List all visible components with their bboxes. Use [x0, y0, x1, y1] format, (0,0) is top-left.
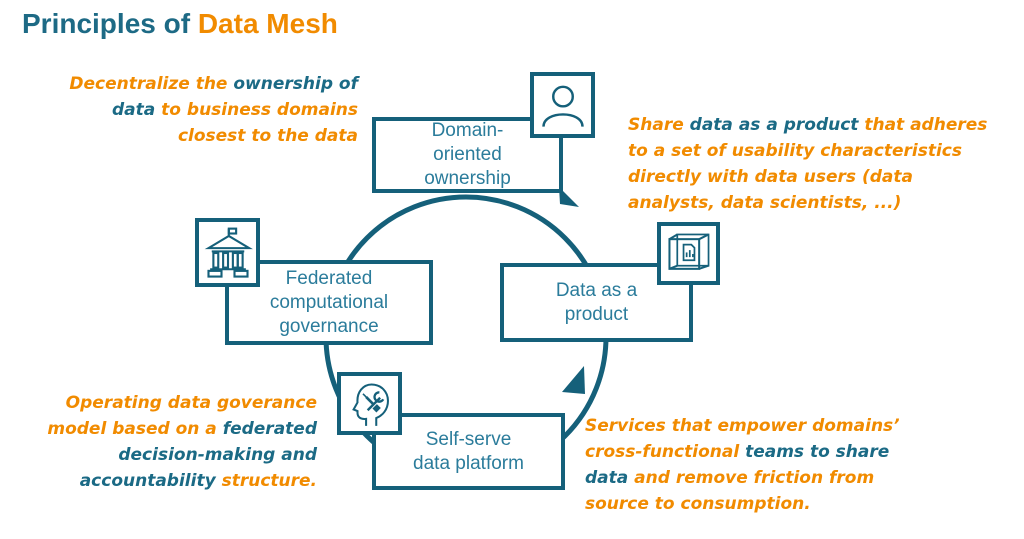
annotation-line: accountability structure.	[79, 471, 317, 491]
person-icon	[530, 72, 595, 138]
annotation-line: decision-making and	[118, 445, 317, 465]
box-self-serve-data-platform: Self-serve data platform	[372, 413, 565, 490]
tail-bottom-box	[562, 366, 585, 394]
annotation-self-serve-platform: Services that empower domains’ cross-fun…	[585, 413, 985, 517]
annotation-line: directly with data users (data	[628, 167, 913, 187]
annotation-line: closest to the data	[177, 126, 358, 146]
title-highlight: Data Mesh	[197, 8, 338, 39]
title-prefix: Principles of	[22, 8, 198, 39]
annotation-data-as-product: Share data as a product that adheres to …	[628, 112, 1024, 216]
annotation-domain-ownership: Decentralize the ownership of data to bu…	[30, 71, 358, 149]
page-title: Principles of Data Mesh	[22, 8, 338, 40]
annotation-line: Share data as a product that adheres	[628, 115, 988, 135]
annotation-line: analysts, data scientists, ...)	[628, 193, 902, 213]
annotation-line: data and remove friction from	[585, 468, 875, 488]
tail-top-box	[559, 187, 579, 207]
annotation-line: model based on a federated	[47, 419, 317, 439]
annotation-federated-governance: Operating data goverance model based on …	[20, 390, 317, 494]
cube-product-icon	[657, 222, 720, 285]
bank-icon	[195, 218, 260, 287]
annotation-line: to a set of usability characteristics	[628, 141, 962, 161]
annotation-line: cross-functional teams to share	[585, 442, 890, 462]
head-tools-icon	[337, 372, 402, 435]
annotation-line: Decentralize the ownership of	[69, 74, 358, 94]
annotation-line: Operating data goverance	[65, 393, 317, 413]
annotation-line: data to business domains	[112, 100, 358, 120]
annotation-line: Services that empower domains’	[585, 416, 900, 436]
annotation-line: source to consumption.	[585, 494, 811, 514]
